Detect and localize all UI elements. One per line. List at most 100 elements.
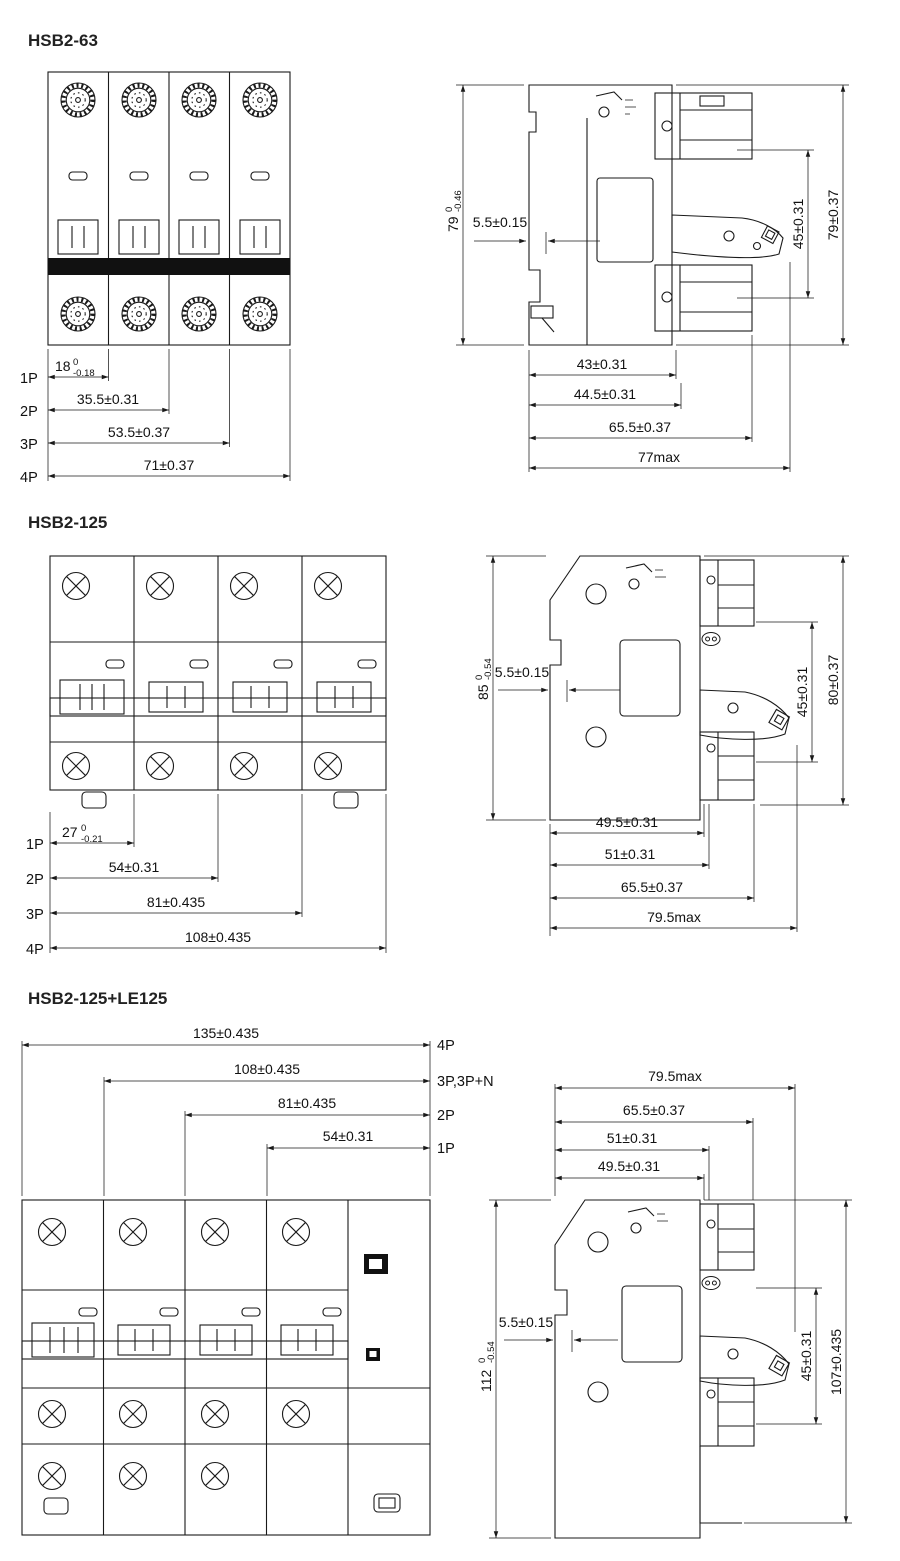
toggle-handles (31, 1322, 334, 1358)
toggle-tie-bar (49, 697, 387, 717)
vent-slot (273, 659, 293, 669)
terminal-cage-top (699, 1203, 755, 1271)
dim-offset-value: 5.5±0.15 (499, 1314, 554, 1330)
dim-2p-value: 54±0.31 (109, 859, 160, 875)
rivet-circle (585, 583, 607, 605)
rivet-circle (587, 1231, 609, 1253)
dim-offset-value: 5.5±0.15 (495, 664, 550, 680)
vent-slot (189, 659, 209, 669)
terminal-screw-icon (200, 1399, 230, 1429)
terminal-clamp-detail-top (595, 91, 636, 118)
dim-depth3: 65.5±0.37 (621, 879, 683, 895)
terminal-screw-icon (182, 297, 216, 331)
vent-slot (322, 1307, 342, 1317)
dim-1p-sup: 0 (73, 357, 78, 368)
dim-height-sup: 0 (477, 1358, 488, 1363)
le-test-button (366, 1348, 380, 1361)
terminal-screw-icon (200, 1217, 230, 1247)
dim-total-height: 107±0.435 (828, 1329, 844, 1395)
toggle-handles (57, 219, 281, 255)
dim-1p-value: 27 (62, 824, 78, 840)
hsb2125le-side-view (554, 1199, 791, 1539)
dim-handle-height: 45±0.31 (794, 667, 810, 718)
terminal-screw-icon (37, 1461, 67, 1491)
terminal-cage-bottom (699, 1377, 755, 1447)
pole-label-2p: 2P (26, 872, 44, 888)
terminal-screw-icon (122, 83, 156, 117)
toggle-handles (59, 679, 372, 715)
mounting-tab (333, 791, 359, 809)
hsb2125-front-dimensions: 27 0 -0.21 54±0.31 81±0.435 108±0.435 1P… (26, 794, 387, 958)
pole-label-1p: 1P (20, 371, 38, 387)
dim-1p-sub: -0.21 (81, 834, 103, 845)
dim-depth2: 51±0.31 (605, 846, 656, 862)
dim-1p-value: 18 (55, 358, 71, 374)
pole-label-3p: 3P,3P+N (437, 1074, 494, 1090)
dim-3p-value: 53.5±0.37 (108, 424, 170, 440)
pole-label-1p: 1P (26, 837, 44, 853)
terminal-screw-icon (61, 297, 95, 331)
hsb2125-side-dimensions: 85 0 -0.54 5.5±0.15 45±0.31 80±0.37 49.5… (474, 555, 849, 936)
dim-depth-max: 79.5max (648, 1068, 702, 1084)
dim-3p-value: 81±0.435 (147, 894, 206, 910)
dim-2p-value: 35.5±0.31 (77, 391, 139, 407)
terminal-screw-icon (37, 1399, 67, 1429)
pole-label-4p: 4P (26, 942, 44, 958)
vent-slot (357, 659, 377, 669)
hsb263-front-dimensions: 18 0 -0.18 35.5±0.31 53.5±0.37 71±0.37 1… (20, 349, 291, 486)
dim-total-height: 80±0.37 (825, 655, 841, 706)
terminal-cage-top (654, 92, 753, 160)
hsb263-front-view (47, 71, 291, 346)
dim-depth3: 65.5±0.37 (609, 419, 671, 435)
toggle-lever (671, 214, 784, 259)
rivet-circle (587, 1381, 609, 1403)
dim-height-value: 79 (445, 216, 461, 232)
dim-1p-sub: -0.18 (73, 368, 95, 379)
brand-mark-icon (701, 1276, 721, 1290)
section-title-hsb2125: HSB2-125 (28, 513, 107, 532)
terminal-screw-icon (200, 1461, 230, 1491)
mounting-tab (43, 1497, 69, 1515)
dim-4p-value: 108±0.435 (185, 929, 251, 945)
mounting-tab (81, 791, 107, 809)
dim-height-sup: 0 (444, 207, 455, 212)
dim-depth-max: 79.5max (647, 909, 701, 925)
hsb2125-side-view (549, 555, 791, 821)
dim-height-sub: -0.54 (486, 1341, 497, 1363)
section-title-hsb263: HSB2-63 (28, 31, 98, 50)
dim-depth-max: 77max (638, 449, 680, 465)
terminal-screw-icon (61, 751, 91, 781)
vent-slot (159, 1307, 179, 1317)
pole-label-1p: 1P (437, 1141, 455, 1157)
din-clip-detail (530, 305, 555, 333)
terminal-screw-icon (229, 751, 259, 781)
vent-slot (241, 1307, 261, 1317)
dim-1p-sup: 0 (81, 823, 86, 834)
dim-1p-value: 54±0.31 (323, 1128, 374, 1144)
terminal-cage-bottom (654, 264, 753, 332)
dim-depth2: 44.5±0.31 (574, 386, 636, 402)
brand-mark-icon (701, 632, 721, 646)
dim-depth2: 51±0.31 (607, 1130, 658, 1146)
dim-depth1: 49.5±0.31 (596, 814, 658, 830)
terminal-screw-icon (281, 1399, 311, 1429)
terminal-cage-top (699, 559, 755, 627)
bottom-foot (699, 1446, 742, 1524)
le-indicator-window (364, 1254, 388, 1274)
vent-slot (129, 171, 149, 181)
terminal-screw-icon (145, 571, 175, 601)
terminal-screw-icon (118, 1217, 148, 1247)
hsb263-side-view (528, 84, 784, 346)
dim-total-height: 79±0.37 (825, 190, 841, 241)
terminal-screw-icon (182, 83, 216, 117)
terminal-cage-bottom (699, 731, 755, 801)
label-window (621, 1285, 683, 1363)
vent-slot (189, 171, 209, 181)
dim-offset-value: 5.5±0.15 (473, 214, 528, 230)
terminal-screw-icon (313, 751, 343, 781)
dim-depth3: 65.5±0.37 (623, 1102, 685, 1118)
dim-depth1: 43±0.31 (577, 356, 628, 372)
vent-slot (68, 171, 88, 181)
